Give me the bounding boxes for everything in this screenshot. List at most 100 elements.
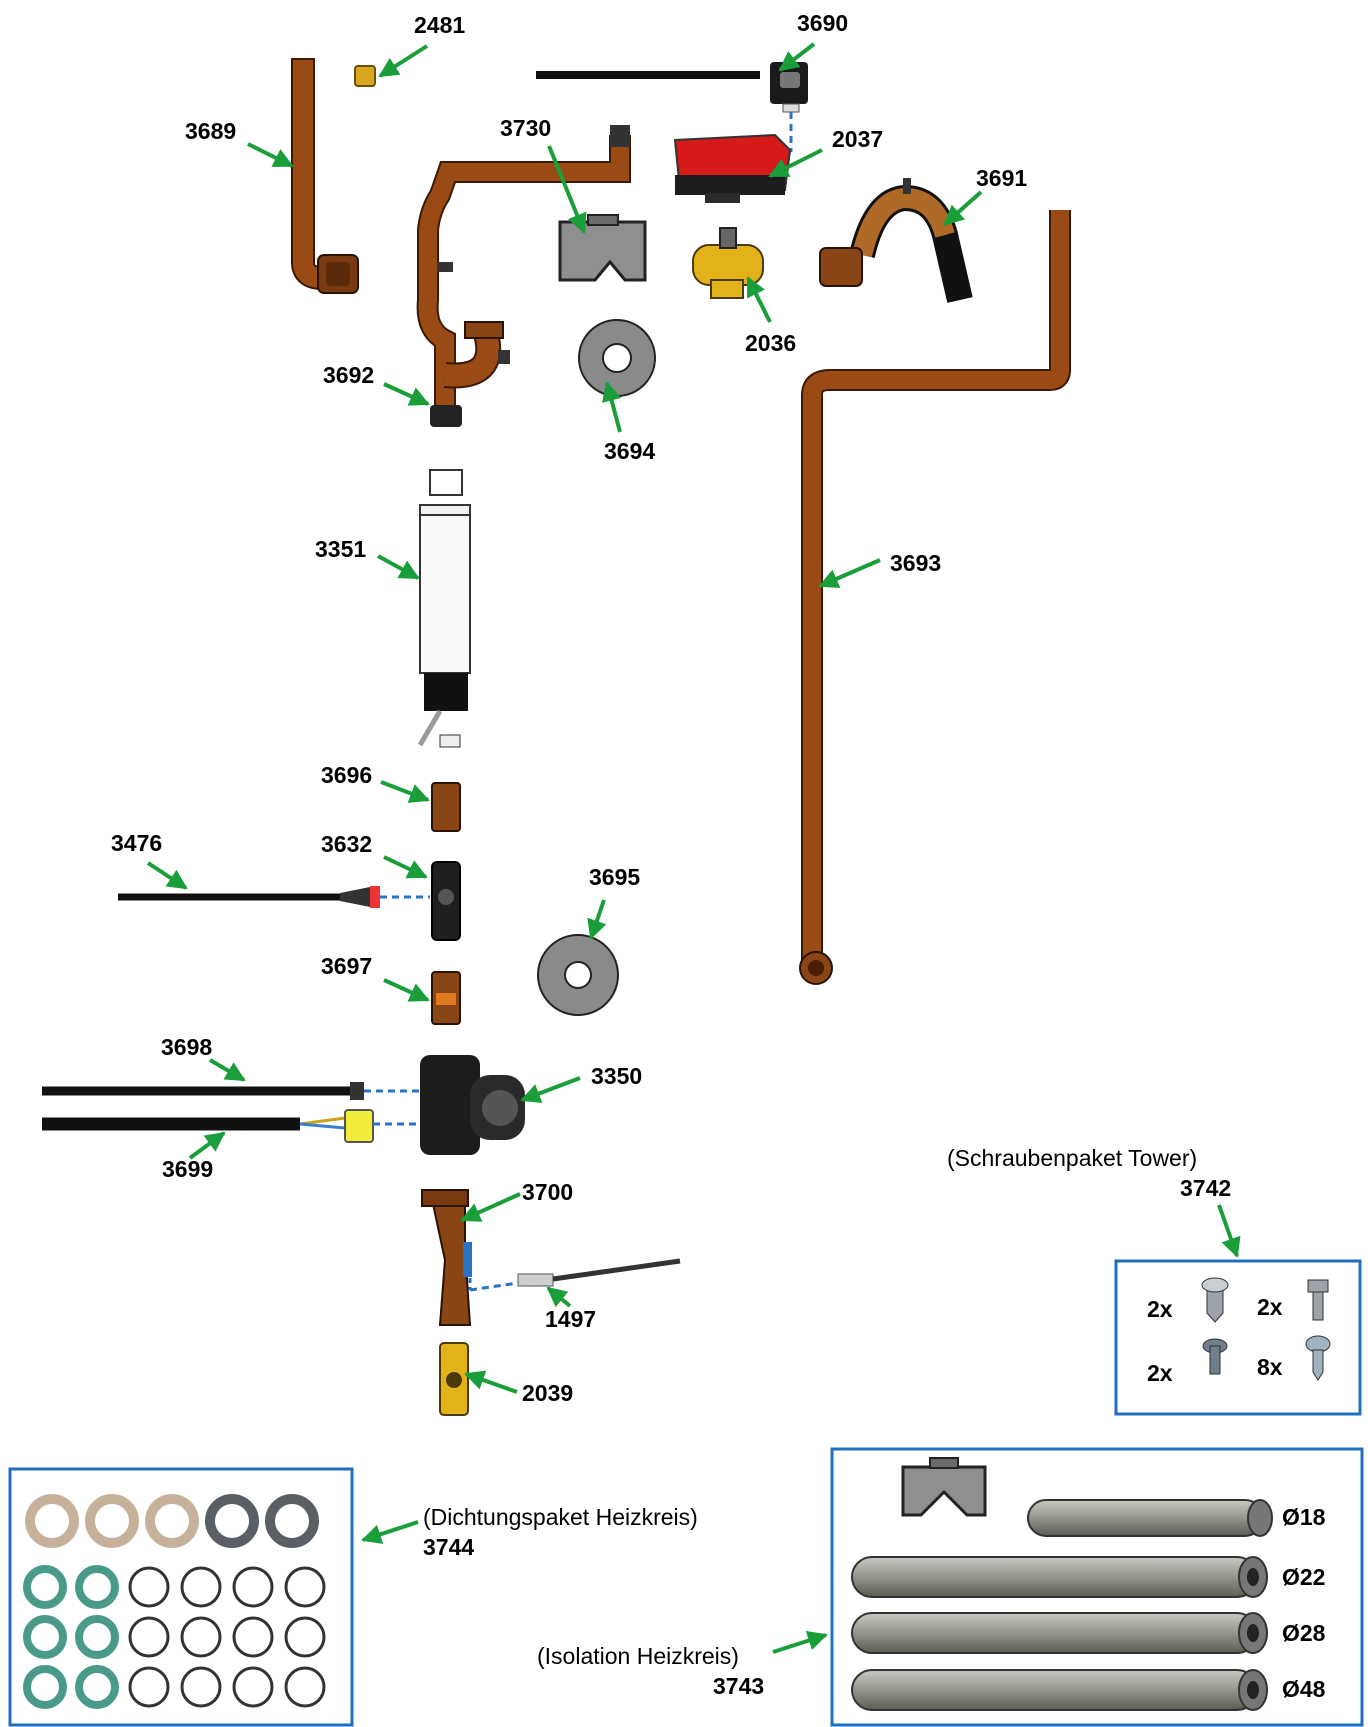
fitting-3700 xyxy=(421,1189,519,1326)
green-seal-ring xyxy=(75,1565,119,1609)
arrow-3697 xyxy=(383,978,430,1002)
insulation-size-28: Ø28 xyxy=(1282,1620,1326,1646)
part-label-2037: 2037 xyxy=(832,126,884,152)
part-label-2039: 2039 xyxy=(522,1380,574,1406)
sensor-3632 xyxy=(431,861,461,941)
o-ring xyxy=(284,1566,326,1608)
screw-icons xyxy=(1201,1277,1331,1381)
pump-3350 xyxy=(420,1055,525,1155)
part-label-3690: 3690 xyxy=(797,10,849,36)
arrow-3692 xyxy=(383,382,430,406)
part-label-3694: 3694 xyxy=(604,438,656,464)
green-seal-ring xyxy=(75,1665,119,1709)
tee-3730 xyxy=(558,214,647,282)
arrow-3351 xyxy=(377,554,420,580)
insulation-size-48: Ø48 xyxy=(1282,1676,1326,1702)
screw-qty-3: 2x xyxy=(1147,1360,1173,1386)
part-label-3476: 3476 xyxy=(111,830,163,856)
seal-ring xyxy=(145,1494,199,1548)
o-ring xyxy=(232,1666,274,1708)
o-ring xyxy=(232,1566,274,1608)
green-seal-ring xyxy=(23,1665,67,1709)
arrow-2036 xyxy=(746,276,772,323)
fitting-3697 xyxy=(431,971,461,1025)
seal-kit-box xyxy=(8,1467,354,1727)
part-label-3351: 3351 xyxy=(315,536,367,562)
seal-rings xyxy=(23,1494,326,1709)
o-ring xyxy=(128,1666,170,1708)
green-seal-ring xyxy=(23,1565,67,1609)
insulation-tubes xyxy=(851,1457,1273,1711)
part-label-1497: 1497 xyxy=(545,1306,597,1332)
seal-ring xyxy=(265,1494,319,1548)
green-seal-ring xyxy=(23,1615,67,1659)
part-label-2481: 2481 xyxy=(414,12,466,38)
part-label-3696: 3696 xyxy=(321,762,373,788)
insulation-kit-number: 3743 xyxy=(713,1673,765,1699)
part-label-3699: 3699 xyxy=(162,1156,214,1182)
hose-3691 xyxy=(819,178,973,303)
arrow-3742 xyxy=(1217,1204,1241,1258)
cable-3699 xyxy=(42,1109,430,1143)
arrow-3730 xyxy=(547,145,587,234)
screw-kit-caption: (Schraubenpaket Tower) xyxy=(947,1145,1198,1171)
arrow-3695 xyxy=(587,899,607,940)
arrow-3632 xyxy=(383,855,428,879)
pipe-3693 xyxy=(799,210,1071,985)
arrow-3694 xyxy=(601,381,622,433)
part-label-3350: 3350 xyxy=(591,1063,643,1089)
part-label-3695: 3695 xyxy=(589,864,641,890)
sensor-1497 xyxy=(517,1258,681,1287)
cable-3476 xyxy=(118,886,430,908)
o-ring xyxy=(128,1616,170,1658)
screw-qty-4: 8x xyxy=(1257,1354,1283,1380)
rosette-3694 xyxy=(578,319,656,397)
arrow-3693 xyxy=(818,558,881,589)
screw-kit-number: 3742 xyxy=(1180,1175,1232,1201)
insulation-kit-caption: (Isolation Heizkreis) xyxy=(537,1643,739,1669)
pipe-3692 xyxy=(416,125,631,427)
arrow-3691 xyxy=(943,190,983,226)
heater-3351 xyxy=(417,469,471,748)
arrow-2039 xyxy=(464,1370,518,1394)
arrow-2037 xyxy=(768,148,823,178)
screw-qty-2: 2x xyxy=(1257,1294,1283,1320)
pipe-3689 xyxy=(291,58,359,294)
part-label-3697: 3697 xyxy=(321,953,373,979)
insulation-kit-box xyxy=(830,1447,1364,1727)
fitting-2481 xyxy=(354,65,376,87)
part-label-3730: 3730 xyxy=(500,115,552,141)
arrow-3690 xyxy=(778,42,816,72)
leader-arrows xyxy=(146,42,1241,1654)
insulation-size-22: Ø22 xyxy=(1282,1564,1326,1590)
o-ring xyxy=(180,1566,222,1608)
green-seal-ring xyxy=(75,1615,119,1659)
part-label-3700: 3700 xyxy=(522,1179,574,1205)
part-label-3691: 3691 xyxy=(976,165,1028,191)
part-label-3693: 3693 xyxy=(890,550,942,576)
arrow-3698 xyxy=(208,1058,246,1082)
arrow-2481 xyxy=(378,44,429,78)
screw-qty-1: 2x xyxy=(1147,1296,1173,1322)
part-label-3689: 3689 xyxy=(185,118,237,144)
arrow-3743 xyxy=(772,1630,828,1654)
arrow-3696 xyxy=(380,780,430,803)
arrow-3350 xyxy=(520,1076,581,1103)
arrow-3476 xyxy=(146,861,188,890)
part-label-3698: 3698 xyxy=(161,1034,213,1060)
arrow-1497 xyxy=(546,1286,572,1308)
fitting-3696 xyxy=(431,782,461,832)
arrow-3744 xyxy=(361,1520,419,1544)
arrow-3689 xyxy=(247,142,294,168)
part-label-3632: 3632 xyxy=(321,831,373,857)
arrow-3700 xyxy=(460,1192,521,1222)
seal-kit-caption: (Dichtungspaket Heizkreis) xyxy=(423,1504,698,1530)
o-ring xyxy=(128,1566,170,1608)
part-label-3692: 3692 xyxy=(323,362,375,388)
seal-ring xyxy=(85,1494,139,1548)
o-ring xyxy=(284,1616,326,1658)
insulation-size-18: Ø18 xyxy=(1282,1504,1326,1530)
seal-ring xyxy=(205,1494,259,1548)
actuator-2037 xyxy=(673,133,792,203)
